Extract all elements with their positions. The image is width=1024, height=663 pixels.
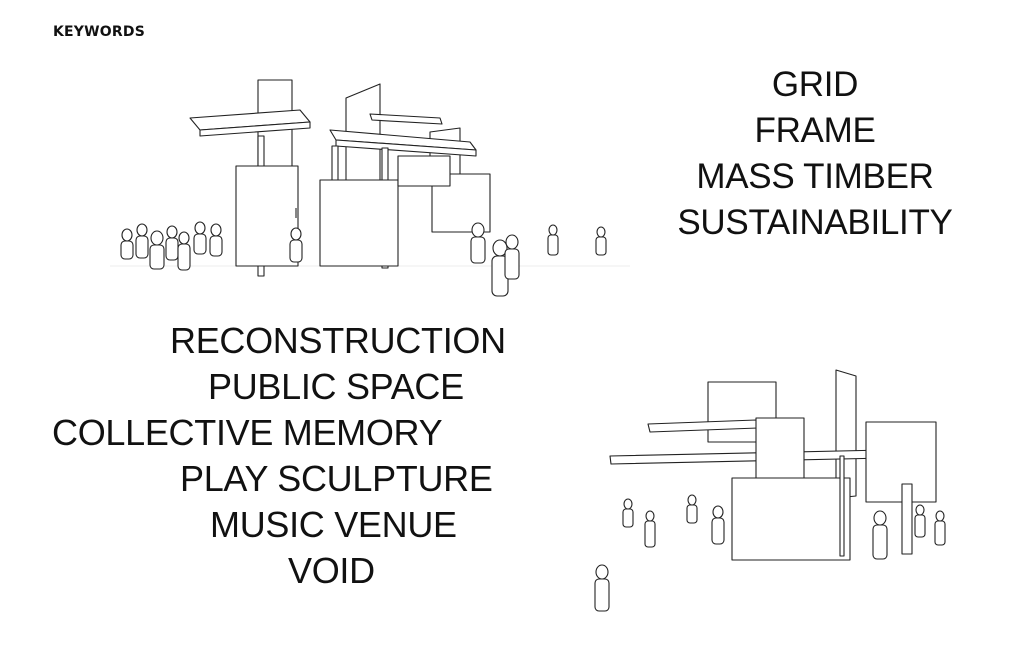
keyword-grid: GRID <box>771 65 859 104</box>
keyword-public-space: PUBLIC SPACE <box>208 366 464 407</box>
page-heading: KEYWORDS <box>53 24 145 40</box>
keyword-list-right: GRID FRAME MASS TIMBER SUSTAINABILITY <box>660 62 970 246</box>
keyword-music-venue: MUSIC VENUE <box>210 504 457 545</box>
keyword-list-left: RECONSTRUCTION PUBLIC SPACE COLLECTIVE M… <box>30 318 510 594</box>
keyword-sustainability: SUSTAINABILITY <box>677 203 953 242</box>
pavilion-perspective-sketch-bottom <box>594 369 946 612</box>
people-group-bottom-right <box>872 504 946 560</box>
people-group-bottom-left <box>594 494 725 612</box>
pavilion-perspective-sketch-top <box>110 79 630 297</box>
keyword-play-sculpture: PLAY SCULPTURE <box>180 458 493 499</box>
keyword-mass-timber: MASS TIMBER <box>696 157 934 196</box>
people-group-center <box>289 222 520 297</box>
people-group-left <box>120 221 223 271</box>
keyword-void: VOID <box>288 550 375 591</box>
people-group-right <box>547 224 607 256</box>
keyword-frame: FRAME <box>754 111 876 150</box>
keyword-reconstruction: RECONSTRUCTION <box>170 320 506 361</box>
keyword-collective-memory: COLLECTIVE MEMORY <box>52 412 443 453</box>
